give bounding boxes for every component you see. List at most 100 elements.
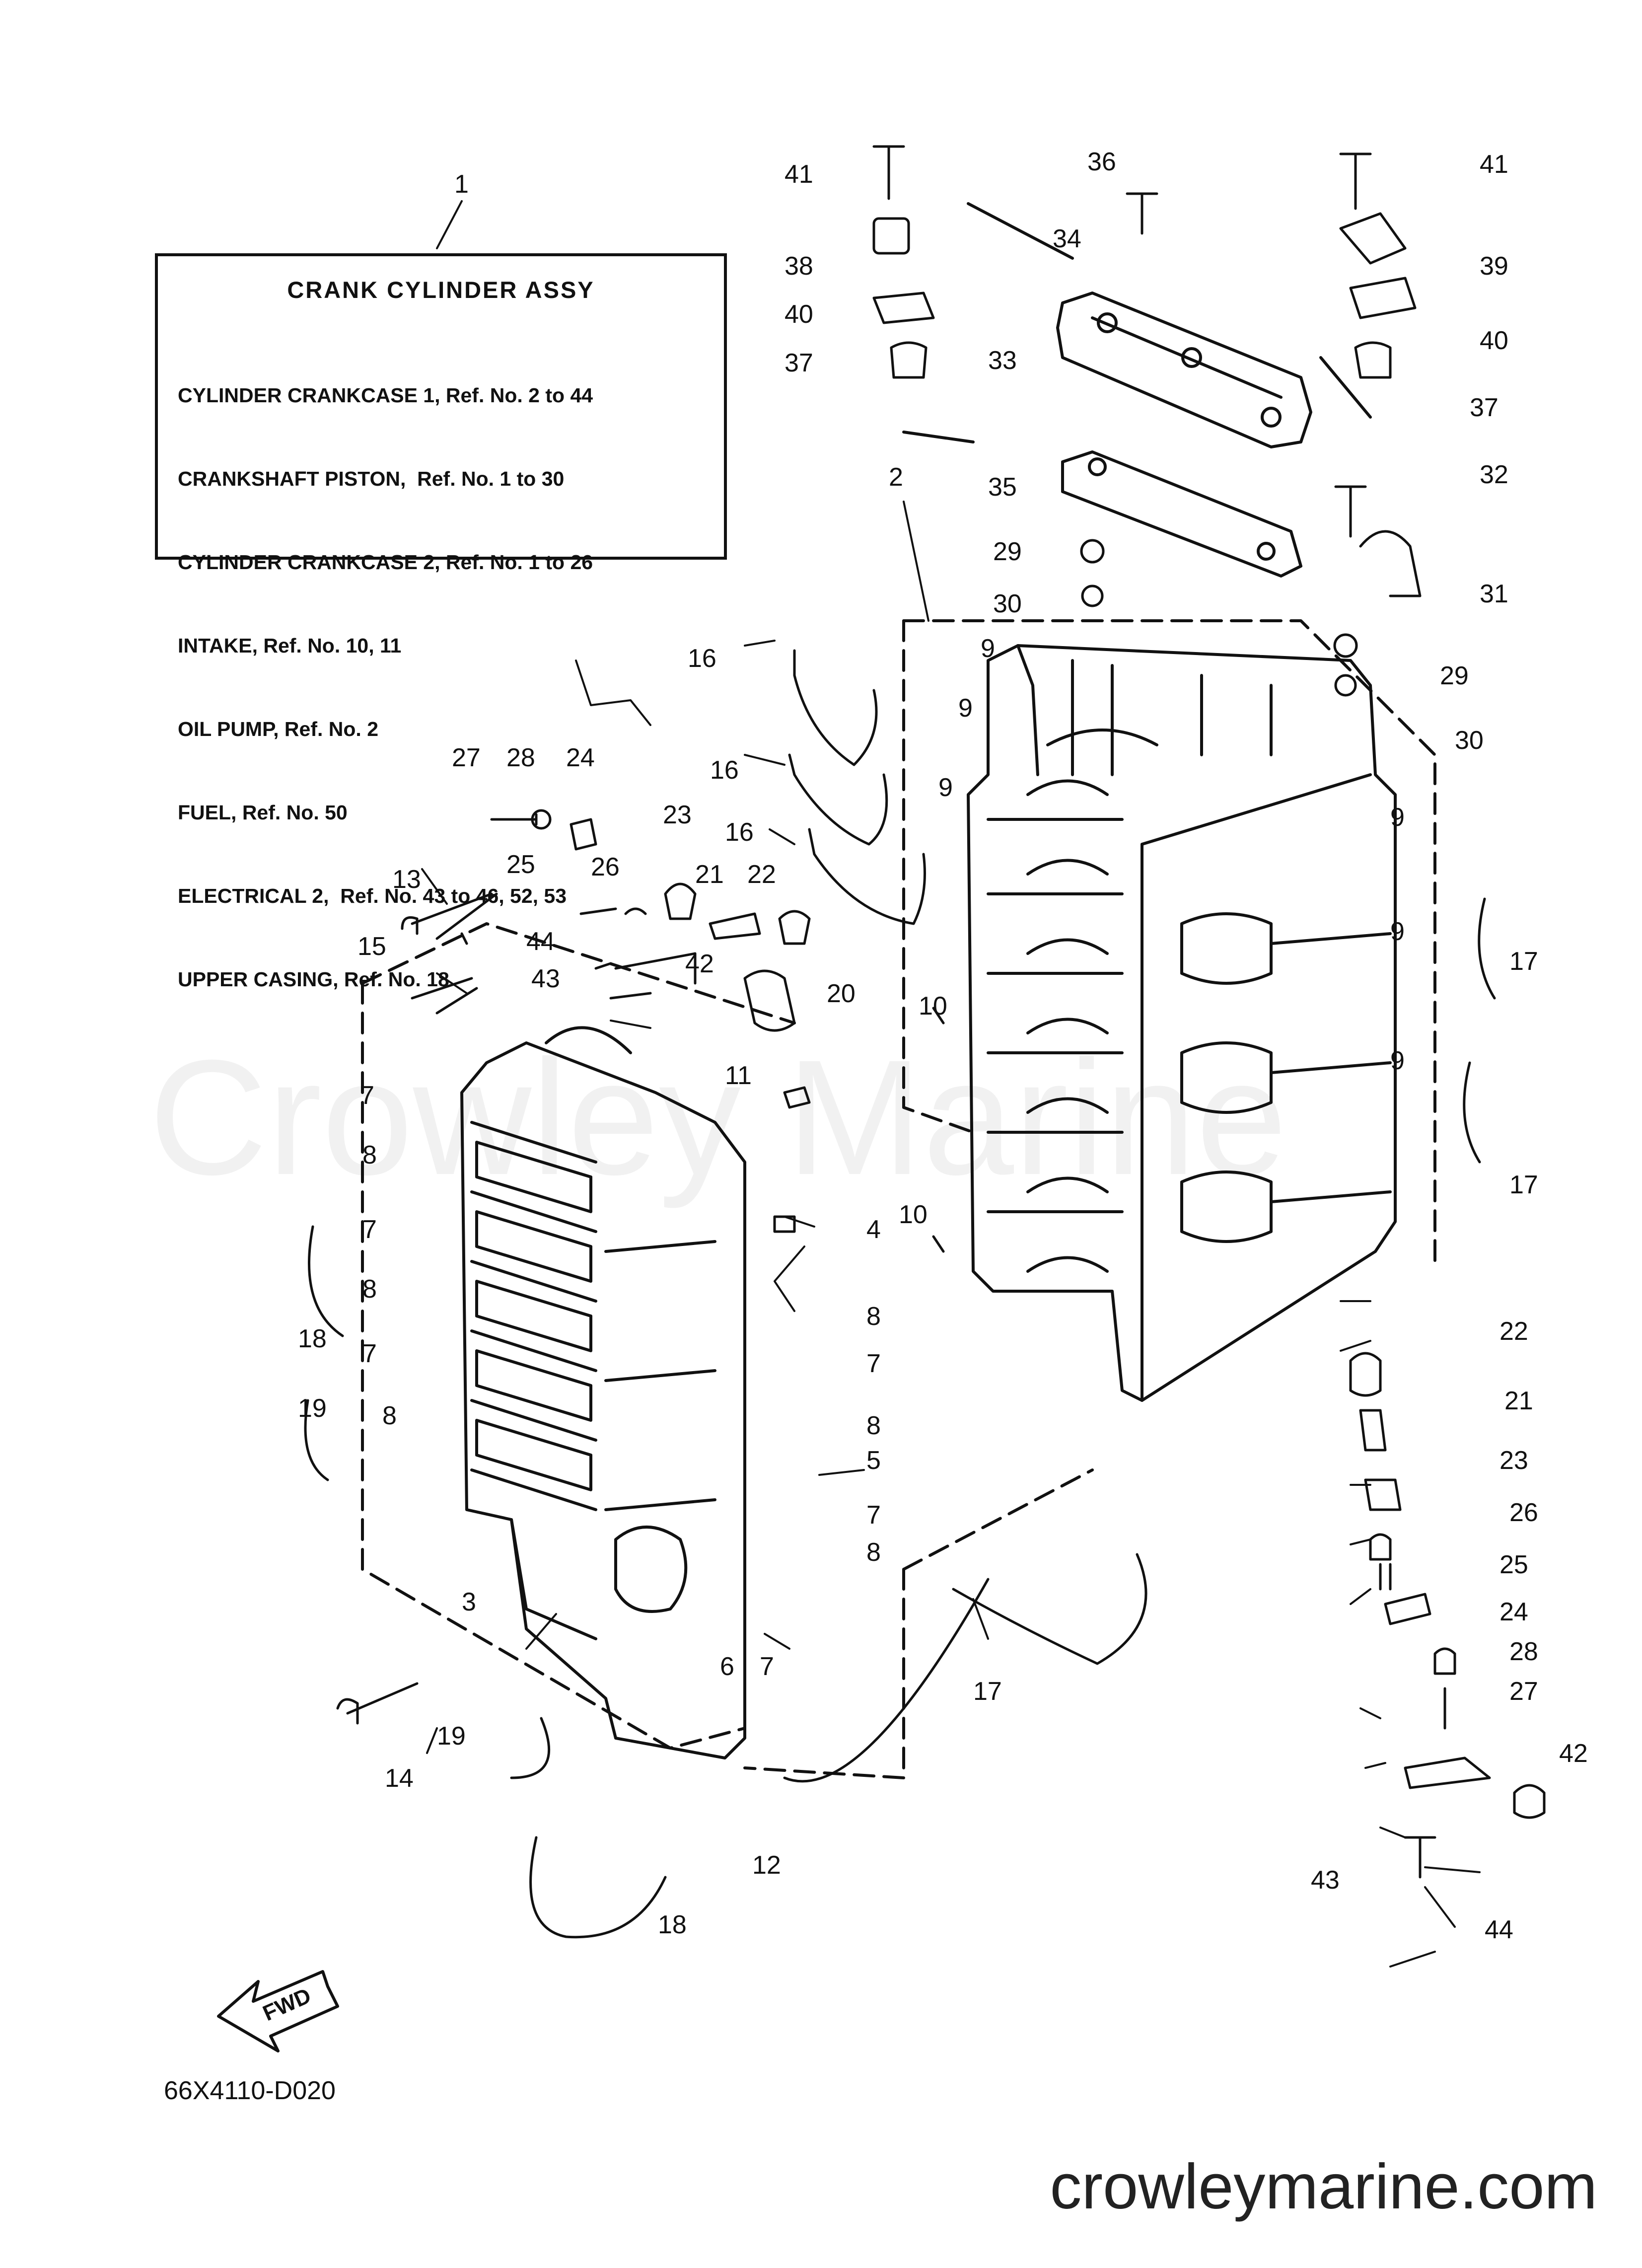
callout-c21a: 21 — [695, 860, 724, 889]
assy-line: FUEL, Ref. No. 50 — [178, 801, 348, 824]
callout-c9c: 9 — [938, 773, 953, 802]
assembly-boundary-lines — [361, 619, 1436, 1779]
callout-c8b: 8 — [362, 1275, 377, 1304]
callout-c38: 38 — [785, 252, 813, 281]
callout-c18a: 18 — [298, 1324, 327, 1353]
callout-c41a: 41 — [785, 160, 813, 189]
callout-c44a: 44 — [526, 927, 555, 956]
assy-line: CYLINDER CRANKCASE 2, Ref. No. 1 to 26 — [178, 551, 593, 574]
assy-line: CRANKSHAFT PISTON, Ref. No. 1 to 30 — [178, 467, 565, 490]
callout-c23b: 23 — [1499, 1446, 1528, 1475]
callout-c30a: 30 — [993, 589, 1022, 618]
callout-c22b: 22 — [1499, 1317, 1528, 1346]
callout-c36: 36 — [1087, 147, 1116, 176]
assy-line: CYLINDER CRANKCASE 1, Ref. No. 2 to 44 — [178, 384, 593, 407]
callout-c23a: 23 — [663, 801, 692, 829]
callout-c1: 1 — [454, 170, 469, 199]
assy-line: INTAKE, Ref. No. 10, 11 — [178, 634, 402, 657]
callout-c30b: 30 — [1455, 726, 1484, 755]
callout-c9a: 9 — [981, 634, 995, 663]
callout-c22a: 22 — [747, 860, 776, 889]
callout-c9e: 9 — [1390, 917, 1405, 946]
callout-c25b: 25 — [1499, 1550, 1528, 1579]
callout-c35: 35 — [988, 473, 1017, 502]
leader-lines — [421, 200, 1481, 1968]
watermark-text: Crowley Marine — [149, 1025, 1287, 1209]
callout-c43b: 43 — [1311, 1866, 1340, 1895]
callout-c31: 31 — [1480, 580, 1508, 608]
callout-c12: 12 — [752, 1851, 781, 1880]
callout-c17b: 17 — [1509, 1171, 1538, 1199]
crankcase-1-drawing — [967, 644, 1397, 1402]
callout-c40b: 40 — [1480, 326, 1508, 355]
callout-c7c: 7 — [362, 1339, 377, 1368]
callout-c34: 34 — [1053, 224, 1081, 253]
small-parts — [336, 145, 1546, 1879]
callout-c17a: 17 — [1509, 947, 1538, 976]
callout-c24a: 24 — [566, 743, 595, 772]
callout-c42b: 42 — [1559, 1739, 1588, 1768]
callout-c7e: 7 — [866, 1501, 881, 1530]
callout-c9b: 9 — [958, 694, 973, 723]
callout-c28a: 28 — [506, 743, 535, 772]
callout-c2: 2 — [889, 463, 903, 492]
callout-c3: 3 — [462, 1588, 476, 1616]
callout-c33: 33 — [988, 346, 1017, 375]
callout-c41b: 41 — [1480, 150, 1508, 179]
callout-c5: 5 — [866, 1446, 881, 1475]
callout-c7a: 7 — [360, 1081, 374, 1110]
callout-c7f: 7 — [760, 1652, 774, 1681]
crankcase-2-drawing — [460, 1026, 746, 1759]
callout-c8d: 8 — [866, 1302, 881, 1331]
callout-c8a: 8 — [362, 1141, 377, 1170]
callout-c26b: 26 — [1509, 1498, 1538, 1527]
callout-c16a: 16 — [688, 644, 716, 673]
callout-c9d: 9 — [1390, 803, 1405, 832]
callout-c9f: 9 — [1390, 1046, 1405, 1075]
assy-box-title: CRANK CYLINDER ASSY — [287, 277, 595, 303]
callout-c42a: 42 — [685, 950, 714, 978]
callout-c26a: 26 — [591, 853, 620, 881]
callout-c29b: 29 — [1440, 661, 1469, 690]
callout-c20: 20 — [827, 979, 856, 1008]
assy-line: UPPER CASING, Ref. No. 18 — [178, 968, 449, 991]
callout-c19a: 19 — [298, 1394, 327, 1423]
callout-c10b: 10 — [899, 1200, 928, 1229]
diagram-code: 66X4110-D020 — [164, 2076, 336, 2105]
callout-c44b: 44 — [1485, 1915, 1513, 1944]
callout-c28b: 28 — [1509, 1637, 1538, 1666]
callout-c13: 13 — [392, 865, 421, 894]
callout-c10a: 10 — [919, 992, 947, 1021]
crank-cylinder-assy-box: CRANK CYLINDER ASSY CYLINDER CRANKCASE 1… — [155, 253, 727, 991]
callout-c8e: 8 — [866, 1411, 881, 1440]
callout-c27a: 27 — [452, 743, 481, 772]
callout-c8c: 8 — [382, 1401, 397, 1430]
callout-c17c: 17 — [973, 1677, 1002, 1706]
callout-c14: 14 — [385, 1764, 414, 1793]
callout-c16b: 16 — [710, 756, 739, 785]
callout-c7d: 7 — [866, 1349, 881, 1378]
callout-c16c: 16 — [725, 818, 754, 847]
callout-c21b: 21 — [1504, 1387, 1533, 1415]
hoses — [304, 649, 1496, 1939]
assy-line: OIL PUMP, Ref. No. 2 — [178, 718, 379, 740]
callout-c8f: 8 — [866, 1538, 881, 1567]
callout-c15: 15 — [357, 932, 386, 961]
callout-c37a: 37 — [785, 349, 813, 377]
assy-box-reference-list: CYLINDER CRANKCASE 1, Ref. No. 2 to 44 C… — [178, 326, 593, 1049]
callout-c39: 39 — [1480, 252, 1508, 281]
callout-c40a: 40 — [785, 300, 813, 329]
callout-c43a: 43 — [531, 964, 560, 993]
callout-c25a: 25 — [506, 850, 535, 879]
callout-c37b: 37 — [1470, 393, 1499, 422]
callout-c18b: 18 — [658, 1910, 687, 1939]
callout-c19b: 19 — [437, 1722, 466, 1751]
callout-c11: 11 — [725, 1061, 752, 1090]
callout-c6: 6 — [720, 1652, 734, 1681]
callout-c32: 32 — [1480, 460, 1508, 489]
callout-c4: 4 — [866, 1215, 881, 1244]
assy-line: ELECTRICAL 2, Ref. No. 43 to 46, 52, 53 — [178, 884, 567, 907]
callout-c24b: 24 — [1499, 1598, 1528, 1626]
